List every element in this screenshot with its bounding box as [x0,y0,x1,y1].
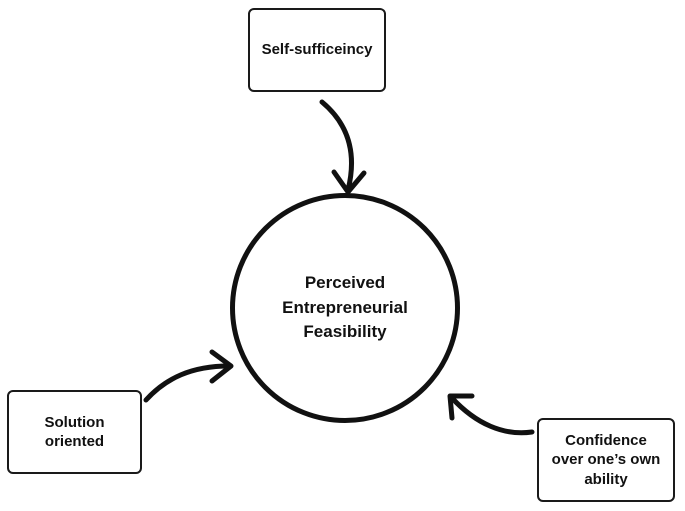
factor-label-self-sufficiency: Self-sufficeincy [261,41,373,59]
factor-box-solution-oriented: Solution oriented [7,390,142,474]
center-label: Perceived Entrepreneurial Feasibility [282,273,408,342]
factor-box-self-sufficiency: Self-sufficeincy [248,8,386,92]
factor-label-solution-oriented: Solution oriented [44,413,105,451]
arrow-right [449,395,535,436]
factor-box-confidence: Confidence over one’s own ability [537,418,675,502]
factor-label-confidence: Confidence over one’s own ability [551,431,661,488]
center-circle-perceived-entrepreneurial-feasibility: Perceived Entrepreneurial Feasibility [230,193,460,423]
arrowhead-right [447,393,475,421]
arrowhead-left [209,349,234,384]
arrow-left [143,363,232,403]
arrowhead-top [331,169,367,195]
arrow-top [319,99,354,193]
